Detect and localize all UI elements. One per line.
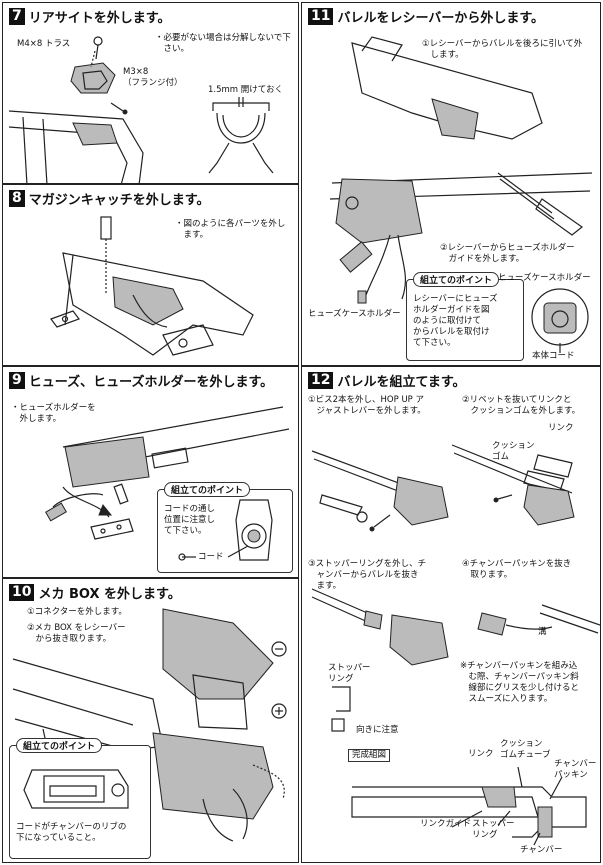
packing-note: ※チャンバーパッキンを組み込 む際、チャンバーパッキン斜 線部にグリスを少し付け… bbox=[460, 661, 580, 704]
step-number: 8 bbox=[9, 190, 25, 207]
label-chamber-packing: チャンバー パッキン bbox=[554, 759, 597, 780]
rear-sight-illustration bbox=[8, 36, 274, 183]
direction-note: 向きに注意 bbox=[356, 725, 399, 735]
fuse-holder-illustration bbox=[45, 406, 290, 540]
step-12-panel: 12 バレルを組立てます。 ①ビス2本を外し、HOP UP ア ジャストレバーを… bbox=[301, 366, 601, 863]
step-8-title: 8 マガジンキャッチを外します。 bbox=[9, 189, 209, 208]
step-8-note: ・図のように各パーツを外し ます。 bbox=[175, 219, 286, 240]
step-12-item-2: ②リベットを抜いてリンクと クッションゴムを外します。 bbox=[462, 395, 581, 416]
label-cushion-tube: クッション ゴムチューブ bbox=[500, 739, 551, 760]
step-9-panel: 9 ヒューズ、ヒューズホルダーを外します。 ・ヒューズホルダーを 外します。 組… bbox=[2, 366, 299, 578]
assembly-point-text: コードがチャンバーのリブの 下になっていること。 bbox=[16, 822, 127, 843]
step-10-panel: 10 メカ BOX を外します。 ①コネクターを外します。 ②メカ BOX をレ… bbox=[2, 578, 299, 863]
mech-box-illustration bbox=[12, 608, 287, 842]
step-11-panel: 11 バレルをレシーバーから外します。 ①レシーバーからバレルを後ろに引いて外 … bbox=[301, 2, 601, 366]
assembly-point-title: 組立てのポイント bbox=[16, 738, 103, 753]
gap-label: 1.5mm 開けておく bbox=[208, 85, 284, 95]
step-10-item-1: ①コネクターを外します。 bbox=[27, 607, 127, 617]
step-10-item-2: ②メカ BOX をレシーバー から抜き取ります。 bbox=[27, 623, 126, 644]
cushion-rubber-label: クッション ゴム bbox=[492, 441, 535, 462]
step-11-title: 11 バレルをレシーバーから外します。 bbox=[308, 7, 544, 26]
screw-label-m4: M4×8 トラス bbox=[17, 39, 71, 49]
step-10-title: 10 メカ BOX を外します。 bbox=[9, 583, 181, 602]
barrel-assembly-illustration bbox=[311, 444, 600, 846]
assembly-point-title: 組立てのポイント bbox=[413, 272, 500, 287]
step-9-note: ・ヒューズホルダーを 外します。 bbox=[11, 403, 96, 424]
step-title-text: バレルをレシーバーから外します。 bbox=[337, 11, 545, 26]
magazine-catch-illustration bbox=[50, 216, 254, 356]
chamber-rib-illustration bbox=[23, 769, 129, 809]
label-link-guide: リンクガイド bbox=[420, 819, 472, 829]
screw-label-m3: M3×8 （フランジ付） bbox=[123, 67, 183, 88]
assembly-point-title: 組立てのポイント bbox=[164, 482, 251, 497]
step-title-text: ヒューズ、ヒューズホルダーを外します。 bbox=[28, 375, 274, 390]
step-8-panel: 8 マガジンキャッチを外します。 ・図のように各パーツを外し ます。 bbox=[2, 184, 299, 366]
step-7-panel: 7 リアサイトを外します。 M4×8 トラス M3×8 （フランジ付） ・必要が… bbox=[2, 2, 299, 184]
fuse-guide-detail bbox=[531, 288, 589, 353]
label-stopper-ring: ストッパー リング bbox=[472, 819, 515, 840]
assembly-point-box: 組立てのポイント コードがチャンバーのリブの 下になっていること。 bbox=[9, 738, 151, 859]
cord-label: コード bbox=[198, 552, 224, 562]
body-cord-label: 本体コード bbox=[532, 351, 575, 361]
step-12-title: 12 バレルを組立てます。 bbox=[308, 371, 466, 390]
step-11-item-2: ②レシーバーからヒューズホルダー ガイドを外します。 bbox=[440, 243, 575, 264]
step-7-note: ・必要がない場合は分解しないで下 さい。 bbox=[155, 33, 291, 54]
label-link: リンク bbox=[468, 749, 494, 759]
label-chamber: チャンバー bbox=[520, 845, 563, 855]
stopper-ring-label: ストッパー リング bbox=[328, 663, 371, 684]
step-title-text: メカ BOX を外します。 bbox=[38, 587, 181, 602]
fuse-case-holder-label: ヒューズケースホルダー bbox=[308, 309, 401, 319]
step-number: 10 bbox=[9, 584, 35, 601]
step-12-item-3: ③ストッパーリングを外し、チ ャンバーからバレルを抜き ます。 bbox=[308, 559, 427, 591]
step-number: 7 bbox=[9, 8, 25, 25]
step-title-text: バレルを組立てます。 bbox=[337, 375, 466, 390]
assembly-point-box: 組立てのポイント コードの通し 位置に注意し て下さい。 コード bbox=[157, 482, 293, 573]
step-title-text: マガジンキャッチを外します。 bbox=[28, 193, 210, 208]
step-title-text: リアサイトを外します。 bbox=[28, 11, 171, 26]
groove-label: 溝 bbox=[538, 627, 547, 637]
step-12-item-1: ①ビス2本を外し、HOP UP ア ジャストレバーを外します。 bbox=[308, 395, 426, 416]
assembly-point-text: レシーバーにヒューズ ホルダーガイドを図 のように取付けて からバレルを取付け … bbox=[413, 294, 498, 348]
link-label: リンク bbox=[548, 423, 574, 433]
completed-diagram-label: 完成組図 bbox=[348, 749, 391, 762]
assembly-point-box: 組立てのポイント レシーバーにヒューズ ホルダーガイドを図 のように取付けて か… bbox=[406, 272, 524, 361]
step-number: 9 bbox=[9, 372, 25, 389]
fuse-case-holder-label-2: ヒューズケースホルダー bbox=[498, 273, 591, 283]
step-number: 11 bbox=[308, 8, 334, 25]
assembly-point-text: コードの通し 位置に注意し て下さい。 bbox=[164, 504, 216, 536]
step-12-item-4: ④チャンバーパッキンを抜き 取ります。 bbox=[462, 559, 572, 580]
step-number: 12 bbox=[308, 372, 334, 389]
cord-routing-illustration bbox=[178, 499, 273, 561]
step-9-title: 9 ヒューズ、ヒューズホルダーを外します。 bbox=[9, 371, 273, 390]
step-7-title: 7 リアサイトを外します。 bbox=[9, 7, 170, 26]
step-11-item-1: ①レシーバーからバレルを後ろに引いて外 します。 bbox=[422, 39, 583, 60]
barrel-removal-illustration bbox=[329, 36, 593, 304]
